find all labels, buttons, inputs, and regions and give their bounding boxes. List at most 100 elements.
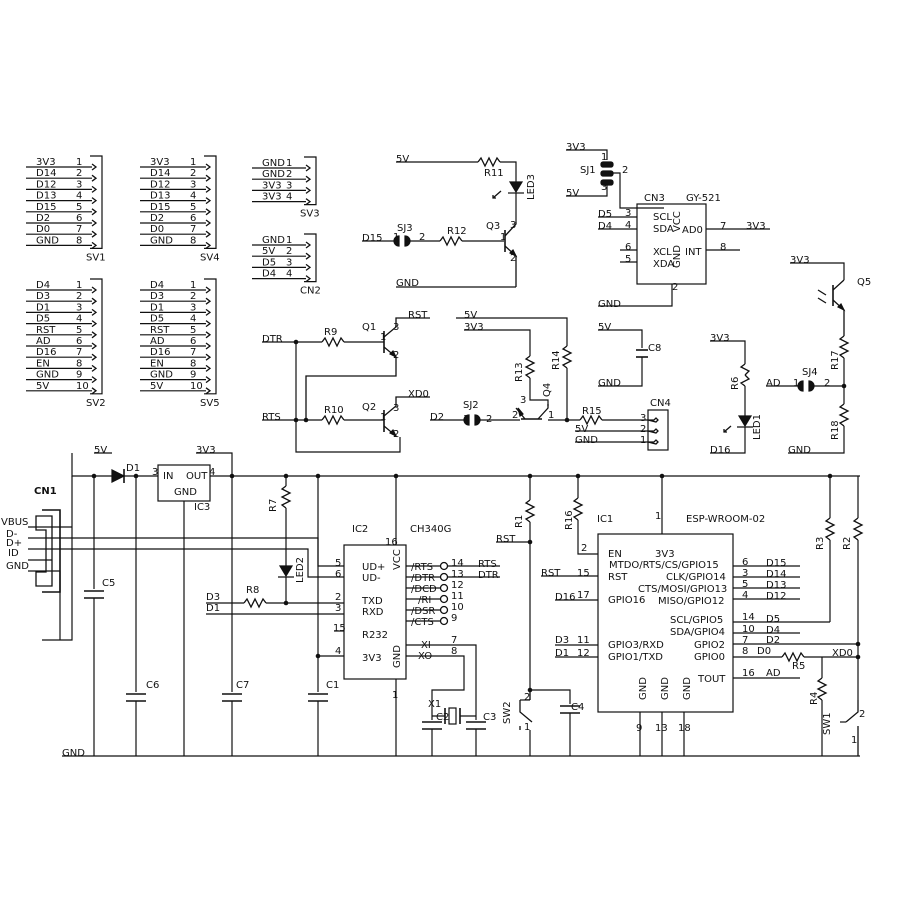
header-pin-label: D0 xyxy=(36,224,50,235)
power-block xyxy=(28,452,860,757)
net-label: GPIO3/RXD xyxy=(608,640,664,651)
net-label: D1 xyxy=(126,463,140,474)
net-label: SJ4 xyxy=(802,367,818,378)
net-label: GY-521 xyxy=(686,193,721,204)
net-label: 10 xyxy=(451,602,464,613)
net-label: 4 xyxy=(742,590,748,601)
net-label: RTS xyxy=(262,412,281,423)
net-label: RXD xyxy=(362,607,384,618)
net-label: C5 xyxy=(102,578,115,589)
net-label: XI xyxy=(421,640,431,651)
net-label: 5 xyxy=(625,254,631,265)
net-label: 5V xyxy=(566,188,579,199)
header-pin-label: D12 xyxy=(150,179,170,190)
net-label: D1 xyxy=(555,648,569,659)
net-label: SCL/GPIO5 xyxy=(670,615,723,626)
resistor-r1 xyxy=(524,499,536,523)
net-label: 11 xyxy=(451,591,464,602)
net-label: IC3 xyxy=(194,502,210,513)
net-label: R1 xyxy=(514,515,525,528)
header-pin-label: D4 xyxy=(262,269,276,280)
net-label: GPIO2 xyxy=(694,640,725,651)
net-label: 1 xyxy=(524,722,530,733)
header-pin-label: D4 xyxy=(150,280,164,291)
header-pin-number: 1 xyxy=(286,158,292,169)
net-label: 6 xyxy=(625,242,631,253)
connector-cn4 xyxy=(647,409,669,451)
net-label: RST xyxy=(408,310,428,321)
net-label: R11 xyxy=(484,168,504,179)
net-label: GND xyxy=(392,645,403,668)
net-label: Q2 xyxy=(362,402,376,413)
header-pin-label: D2 xyxy=(150,213,164,224)
header-pin-label: D2 xyxy=(36,213,50,224)
net-label: TOUT xyxy=(697,674,726,685)
net-label: UD+ xyxy=(362,562,385,573)
header-pin-number: 2 xyxy=(190,291,196,302)
header-pin-number: 8 xyxy=(76,358,82,369)
net-label: 3V3 xyxy=(790,255,810,266)
net-label: D14 xyxy=(766,569,786,580)
net-label: D2 xyxy=(766,635,780,646)
net-label: Q5 xyxy=(857,277,871,288)
net-label: GND xyxy=(396,278,419,289)
net-label: 14 xyxy=(451,558,464,569)
net-label: INT xyxy=(685,247,702,258)
net-label: C6 xyxy=(146,680,159,691)
header-pin-label: GND xyxy=(36,235,59,246)
net-label: 1 xyxy=(380,332,386,343)
header-pin-number: 3 xyxy=(76,179,82,190)
header-pin-number: 1 xyxy=(76,280,82,291)
net-label: IC2 xyxy=(352,524,368,535)
net-label: D2 xyxy=(430,412,444,423)
net-label: R15 xyxy=(582,406,602,417)
header-pin-number: 1 xyxy=(190,157,196,168)
net-label: R2 xyxy=(842,537,853,550)
net-label: C2 xyxy=(436,712,449,723)
net-label: C4 xyxy=(571,702,584,713)
c8-block xyxy=(598,329,648,387)
net-label: 3V3 xyxy=(746,221,766,232)
header-pin-number: 10 xyxy=(76,381,89,392)
net-label: R18 xyxy=(830,420,841,440)
header-pin-number: 6 xyxy=(76,213,82,224)
header-pin-number: 1 xyxy=(286,235,292,246)
net-label: VBUS xyxy=(1,517,28,528)
net-label: XO xyxy=(418,651,432,662)
capacitor-c3 xyxy=(466,721,486,730)
connector-title: CN1 xyxy=(34,486,57,497)
net-label: DTR xyxy=(262,334,283,345)
net-label: 2 xyxy=(859,709,865,720)
net-label: 2 xyxy=(672,282,678,293)
header-pin-number: 6 xyxy=(190,213,196,224)
net-label: D12 xyxy=(766,591,786,602)
net-label: 3 xyxy=(520,395,526,406)
net-label: RTS xyxy=(478,559,497,570)
net-label: C7 xyxy=(236,680,249,691)
header-pin-label: RST xyxy=(36,325,56,336)
ch340g-block xyxy=(206,473,500,756)
header-id: SV1 xyxy=(86,252,106,263)
net-label: 13 xyxy=(655,723,668,734)
net-label: 2 xyxy=(824,378,830,389)
net-label: 13 xyxy=(451,569,464,580)
net-label: 14 xyxy=(742,612,755,623)
header-pin-number: 5 xyxy=(190,202,196,213)
resistor-r15 xyxy=(579,414,603,426)
net-label: 3 xyxy=(640,413,646,424)
header-pin-number: 3 xyxy=(190,179,196,190)
net-label: LED3 xyxy=(526,174,537,200)
net-label: D3 xyxy=(555,635,569,646)
net-label: Q4 xyxy=(542,383,553,397)
gy521-block xyxy=(566,149,770,307)
q1-q2-q4-block xyxy=(262,317,669,453)
net-label: GPIO0 xyxy=(694,652,725,663)
net-label: SCL xyxy=(653,212,672,223)
net-label: 2 xyxy=(510,253,516,264)
net-label: XD0 xyxy=(832,648,853,659)
net-label: 5V xyxy=(575,424,588,435)
net-label: 5V xyxy=(94,445,107,456)
net-label: 2 xyxy=(524,692,530,703)
header-pin-number: 7 xyxy=(190,224,196,235)
